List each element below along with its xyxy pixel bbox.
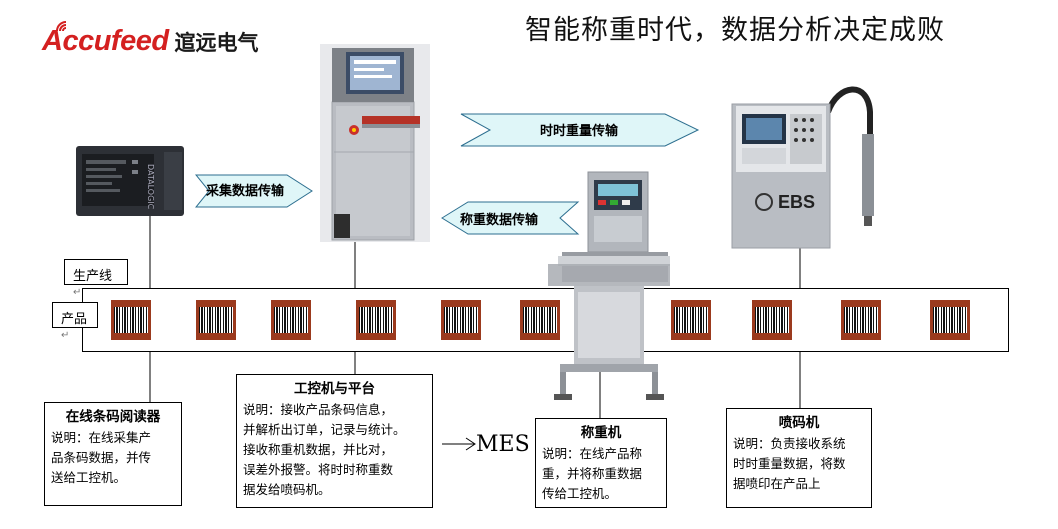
realtime-arrow [460,113,700,147]
barcode [674,307,708,333]
printer-brand: EBS [778,192,815,212]
ipc-title: 工控机与平台 [294,381,375,397]
product-item [441,300,481,340]
ipc-line: 说明：接收产品条码信息， [243,402,394,417]
product-item [930,300,970,340]
barcode [755,307,789,333]
weigh-arrow [441,201,580,235]
checkweigher-line: 说明：在线产品称 [542,446,643,461]
barcode [114,307,148,333]
reader-brand: DATALOGIC [146,164,155,210]
barcode [523,307,557,333]
barcode [933,307,967,333]
industrial-pc-device [320,44,430,242]
realtime-arrow-label: 时时重量传输 [540,124,619,139]
barcode [444,307,478,333]
ipc-line: 接收称重机数据，并比对， [243,442,394,457]
checkweigher-line: 重，并将称重数据 [542,466,643,481]
printer-line: 说明：负责接收系统 [733,436,846,451]
product-item [111,300,151,340]
product-item [752,300,792,340]
barcode [274,307,308,333]
product-item [841,300,881,340]
product-item [196,300,236,340]
signal-icon [56,21,67,32]
ipc-description: 工控机与平台 说明：接收产品条码信息， 并解析出订单，记录与统计。 接收称重机数… [236,374,433,508]
product-item [671,300,711,340]
mes-label: MES [476,432,530,457]
checkweigher-description: 称重机 说明：在线产品称 重，并将称重数据 传给工控机。 [535,418,667,508]
barcode-reader-device: DATALOGIC [76,146,184,216]
collect-arrow-label: 采集数据传输 [206,184,285,199]
ipc-line: 并解析出订单，记录与统计。 [243,422,406,437]
inkjet-printer-device: EBS [731,86,874,249]
printer-line: 据喷印在产品上 [733,476,821,491]
printer-line: 时时重量数据，将数 [733,456,846,471]
ipc-line: 误差外报警。将时时称重数 [243,462,394,477]
logo-brand-cn: 逭远电气 [174,31,259,55]
reader-line: 说明：在线采集产 [51,430,152,445]
product-item [271,300,311,340]
logo-brand: Accufeed [42,25,169,57]
barcode [359,307,393,333]
collect-arrow [195,174,313,208]
barcode [199,307,233,333]
printer-description: 喷码机 说明：负责接收系统 时时重量数据，将数 据喷印在产品上 [726,408,872,508]
ipc-line: 据发给喷码机。 [243,482,331,497]
product-item [520,300,560,340]
printer-title: 喷码机 [778,415,820,431]
weigh-arrow-label: 称重数据传输 [460,213,539,228]
reader-line: 送给工控机。 [51,470,127,485]
checkweigher-device [548,171,670,400]
reader-title: 在线条码阅读器 [65,409,161,425]
company-logo: Accufeed 逭远电气 [42,26,259,56]
page-title: 智能称重时代，数据分析决定成败 [525,15,945,46]
reader-line: 品条码数据，并传 [51,450,152,465]
product-label: 产品↵ [52,302,98,341]
checkweigher-line: 传给工控机。 [542,486,618,501]
product-item [356,300,396,340]
production-line-label: 生产线↵ [64,259,128,298]
reader-description: 在线条码阅读器 说明：在线采集产 品条码数据，并传 送给工控机。 [44,402,182,506]
production-line-text: 生产线 [73,269,113,284]
product-label-text: 产品 [61,312,88,327]
mes-arrow-icon [442,437,476,451]
checkweigher-title: 称重机 [580,425,622,441]
barcode [844,307,878,333]
